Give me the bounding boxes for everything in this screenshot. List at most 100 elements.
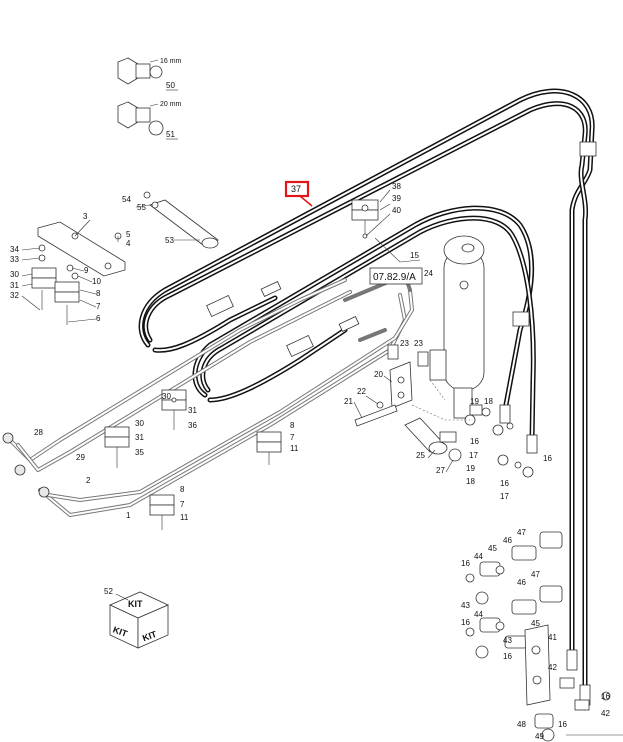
- hose-sleeve: [286, 334, 314, 358]
- callout-22[interactable]: 22: [357, 387, 366, 396]
- callout-25[interactable]: 25: [416, 451, 425, 460]
- hydraulic-cylinder-24: [429, 235, 485, 419]
- hose-assembly-15: [192, 205, 536, 443]
- callout-32[interactable]: 32: [10, 291, 19, 300]
- callout-16-g[interactable]: 16: [601, 692, 610, 701]
- callout-17-b[interactable]: 17: [500, 492, 509, 501]
- callout-27[interactable]: 27: [436, 466, 445, 475]
- callout-30-left[interactable]: 30: [10, 270, 19, 279]
- callout-45-lower[interactable]: 45: [531, 619, 540, 628]
- callout-46-upper[interactable]: 46: [503, 536, 512, 545]
- callout-16-c[interactable]: 16: [543, 454, 552, 463]
- callout-18-lower[interactable]: 18: [466, 477, 475, 486]
- pipe-end-nut: [14, 464, 26, 476]
- callout-39[interactable]: 39: [392, 194, 401, 203]
- reference-label[interactable]: 07.82.9/A: [373, 272, 416, 283]
- callout-23-left[interactable]: 23: [400, 339, 409, 348]
- dimension-label-51: 20 mm: [160, 101, 182, 108]
- callout-7-lower[interactable]: 7: [180, 500, 185, 509]
- callout-23-right[interactable]: 23: [414, 339, 423, 348]
- callout-43-lower[interactable]: 43: [503, 636, 512, 645]
- callout-4[interactable]: 4: [126, 239, 131, 248]
- callout-31-left[interactable]: 31: [10, 281, 19, 290]
- callout-18-upper[interactable]: 18: [484, 397, 493, 406]
- callout-44-lower[interactable]: 44: [474, 610, 483, 619]
- pipe-end-nut: [2, 432, 14, 444]
- callout-35[interactable]: 35: [135, 448, 144, 457]
- callout-11-lower[interactable]: 11: [180, 513, 189, 522]
- callout-16-e[interactable]: 16: [461, 618, 470, 627]
- callout-10[interactable]: 10: [92, 277, 101, 286]
- callout-42-lower[interactable]: 42: [601, 709, 610, 718]
- callout-54[interactable]: 54: [122, 195, 131, 204]
- callout-30-upper[interactable]: 30: [162, 392, 171, 401]
- adapter-nut-50: [117, 57, 163, 85]
- callout-45-upper[interactable]: 45: [488, 544, 497, 553]
- callout-41[interactable]: 41: [548, 633, 557, 642]
- adapter-nut-51: [117, 101, 164, 136]
- callout-11-upper[interactable]: 11: [290, 444, 299, 453]
- callout-8-upper[interactable]: 8: [290, 421, 295, 430]
- bolt-21: [354, 404, 398, 427]
- callout-19-upper[interactable]: 19: [470, 397, 479, 406]
- callout-52[interactable]: 52: [104, 587, 113, 596]
- reference-box: [369, 267, 423, 285]
- callout-7-left[interactable]: 7: [96, 302, 101, 311]
- dimension-label-50: 16 mm: [160, 58, 182, 65]
- callout-8-left[interactable]: 8: [96, 289, 101, 298]
- callout-15[interactable]: 15: [410, 251, 419, 260]
- callout-51[interactable]: 51: [166, 130, 175, 139]
- callout-46-lower[interactable]: 46: [517, 578, 526, 587]
- callout-50[interactable]: 50: [166, 81, 175, 90]
- callout-21[interactable]: 21: [344, 397, 353, 406]
- callout-29[interactable]: 29: [76, 453, 85, 462]
- callout-55[interactable]: 55: [137, 203, 146, 212]
- callout-38[interactable]: 38: [392, 182, 401, 191]
- callout-48[interactable]: 48: [517, 720, 526, 729]
- callout-16-b[interactable]: 16: [500, 479, 509, 488]
- callout-28[interactable]: 28: [34, 428, 43, 437]
- callout-47-lower[interactable]: 47: [531, 570, 540, 579]
- pivot-pin-25: [404, 417, 457, 455]
- callout-6[interactable]: 6: [96, 314, 101, 323]
- callout-31-upper[interactable]: 31: [188, 406, 197, 415]
- fittings-42: [559, 677, 611, 711]
- clamp-30-31-35: [104, 426, 130, 468]
- callout-44-upper[interactable]: 44: [474, 552, 483, 561]
- callout-36[interactable]: 36: [188, 421, 197, 430]
- callout-20[interactable]: 20: [374, 370, 383, 379]
- callout-43-upper[interactable]: 43: [461, 601, 470, 610]
- pipe-stub: [358, 328, 387, 342]
- callout-labels: 50 51 54 55 53 3 5 4 34 33 30 31 32 9 10…: [10, 81, 610, 741]
- hose-assembly-37: [138, 88, 595, 693]
- callout-34[interactable]: 34: [10, 245, 19, 254]
- callout-33[interactable]: 33: [10, 255, 19, 264]
- callout-16-a[interactable]: 16: [470, 437, 479, 446]
- callout-42-upper[interactable]: 42: [548, 663, 557, 672]
- callout-16-d[interactable]: 16: [461, 559, 470, 568]
- callout-31-mid[interactable]: 31: [135, 433, 144, 442]
- pipe-1-2: [38, 288, 414, 517]
- callout-40[interactable]: 40: [392, 206, 401, 215]
- clamp-8-7-11-lower: [149, 494, 175, 530]
- callout-2[interactable]: 2: [86, 476, 91, 485]
- callout-7-upper[interactable]: 7: [290, 433, 295, 442]
- callout-5[interactable]: 5: [126, 230, 131, 239]
- callout-49[interactable]: 49: [535, 732, 544, 741]
- clamp-38-39-40: [351, 199, 379, 239]
- callout-16-h[interactable]: 16: [558, 720, 567, 729]
- callout-24[interactable]: 24: [424, 269, 433, 278]
- callout-3[interactable]: 3: [83, 212, 88, 221]
- pipe-28: [8, 278, 352, 472]
- callout-9[interactable]: 9: [84, 266, 89, 275]
- callout-53[interactable]: 53: [165, 236, 174, 245]
- callout-16-f[interactable]: 16: [503, 652, 512, 661]
- callout-8-lower[interactable]: 8: [180, 485, 185, 494]
- quick-coupler-group-lower: [465, 617, 528, 659]
- callout-47-upper[interactable]: 47: [517, 528, 526, 537]
- callout-1[interactable]: 1: [126, 511, 131, 520]
- callout-30-mid[interactable]: 30: [135, 419, 144, 428]
- callout-19-lower[interactable]: 19: [466, 464, 475, 473]
- callout-17-a[interactable]: 17: [469, 451, 478, 460]
- callout-37-highlighted[interactable]: 37: [291, 184, 301, 194]
